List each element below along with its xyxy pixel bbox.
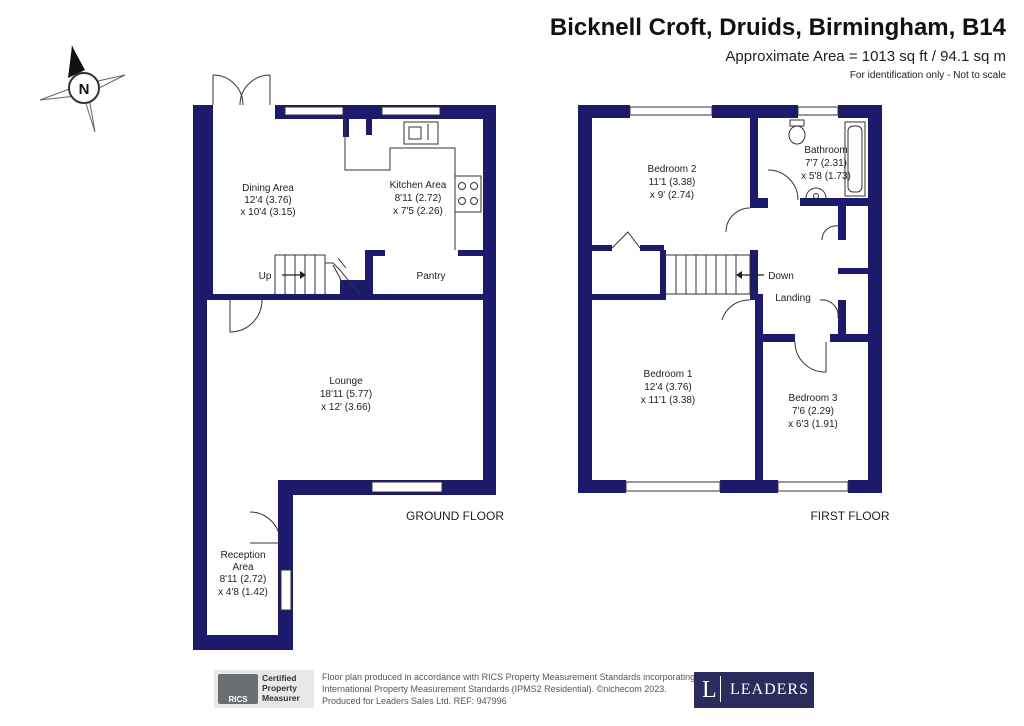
bedroom1-name: Bedroom 1 (644, 369, 693, 380)
bedroom2-name: Bedroom 2 (648, 164, 697, 175)
leaders-logo-name: LEADERS (730, 681, 809, 698)
stairs-down-arrow (736, 271, 764, 279)
kitchen-area-name: Kitchen Area (390, 180, 447, 191)
reception-name-line1: Reception (220, 550, 265, 561)
kitchen-area-dim1: 8'11 (2.72) (395, 193, 442, 204)
approximate-area: Approximate Area = 1013 sq ft / 94.1 sq … (725, 48, 1006, 65)
kitchen-area-dim2: x 7'5 (2.26) (393, 206, 443, 217)
rics-certified-badge: RICS Certified Property Measurer (214, 670, 314, 708)
ground-floor-fixtures (212, 74, 482, 611)
stairs-down-label: Down (768, 271, 794, 282)
dining-area-dim1: 12'4 (3.76) (244, 195, 292, 206)
footer-disclaimer: Floor plan produced in accordance with R… (322, 671, 702, 707)
bedroom3-dim2: x 6'3 (1.91) (788, 419, 838, 430)
stairs-up-label: Up (259, 271, 272, 282)
footer-line-2: International Property Measurement Stand… (322, 684, 667, 694)
disclaimer-note: For identification only - Not to scale (849, 70, 1006, 81)
footer-line-3: Produced for Leaders Sales Ltd. REF: 947… (322, 696, 507, 706)
lounge-dim2: x 12' (3.66) (321, 402, 371, 413)
bedroom1-dim2: x 11'1 (3.38) (641, 395, 696, 406)
rics-logo: RICS (218, 674, 258, 704)
rics-logo-text: RICS (228, 695, 248, 704)
reception-dim2: x 4'8 (1.42) (218, 587, 268, 598)
reception-dim1: 8'11 (2.72) (220, 574, 267, 585)
first-floor-fixtures (611, 106, 866, 492)
ground-floor-label: GROUND FLOOR (406, 509, 504, 523)
pantry-name: Pantry (417, 271, 446, 282)
bathroom-dim1: 7'7 (2.31) (805, 158, 847, 169)
bedroom3-dim1: 7'6 (2.29) (792, 406, 834, 417)
dining-area-name: Dining Area (242, 183, 294, 194)
dining-area-dim2: x 10'4 (3.15) (240, 207, 295, 218)
bathroom-dim2: x 5'8 (1.73) (801, 171, 851, 182)
leaders-logo-mark: L (702, 676, 721, 703)
property-address-title: Bicknell Croft, Druids, Birmingham, B14 (549, 14, 1006, 41)
stairs-up-arrow (282, 271, 306, 279)
landing-name: Landing (775, 293, 811, 304)
compass-icon: N (39, 45, 126, 133)
leaders-logo: L LEADERS (694, 672, 814, 708)
lounge-dim1: 18'11 (5.77) (320, 389, 372, 400)
lounge-name: Lounge (329, 376, 363, 387)
compass-north-label: N (79, 81, 90, 98)
bedroom3-name: Bedroom 3 (789, 393, 838, 404)
rics-badge-text: Certified Property Measurer (262, 673, 300, 703)
first-floor-label: FIRST FLOOR (810, 509, 889, 523)
bedroom2-dim2: x 9' (2.74) (650, 190, 694, 201)
bedroom1-dim1: 12'4 (3.76) (644, 382, 692, 393)
bedroom2-dim1: 11'1 (3.38) (649, 177, 696, 188)
bathroom-name: Bathroom (804, 145, 847, 156)
footer-line-1: Floor plan produced in accordance with R… (322, 672, 696, 682)
reception-name-line2: Area (232, 562, 254, 573)
